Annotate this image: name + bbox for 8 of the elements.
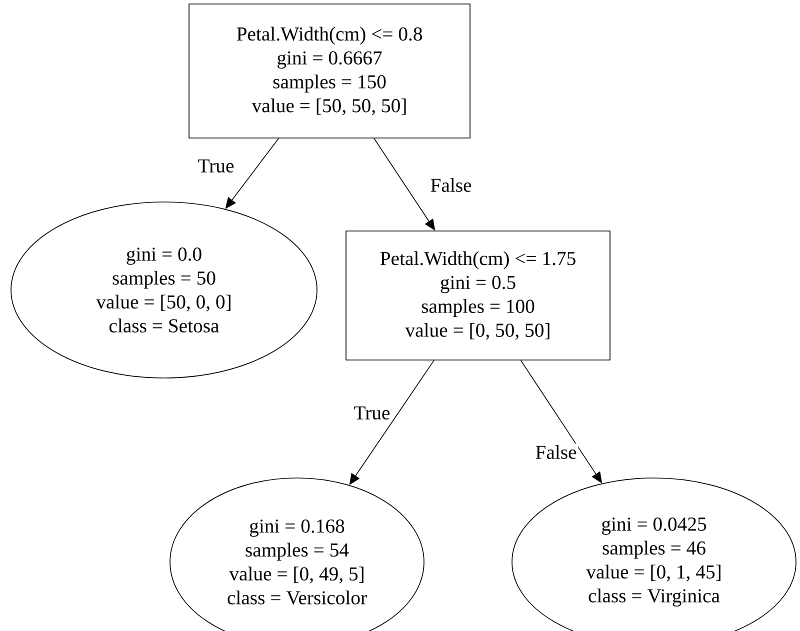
edge-label: False: [534, 444, 578, 460]
split-box: Petal.Width(cm) <= 1.75 gini = 0.5 samples = 100 value = [0, 50, 50]: [346, 230, 610, 360]
edge-label: True: [196, 158, 236, 174]
edge-label: False: [428, 176, 474, 194]
arrow: [225, 138, 280, 209]
edge-label: True: [352, 405, 392, 421]
split-box: Petal.Width(cm) <= 0.8 gini = 0.6667 samples = 150 value = [50, 50, 50]: [188, 4, 470, 138]
arrow: [349, 360, 434, 485]
